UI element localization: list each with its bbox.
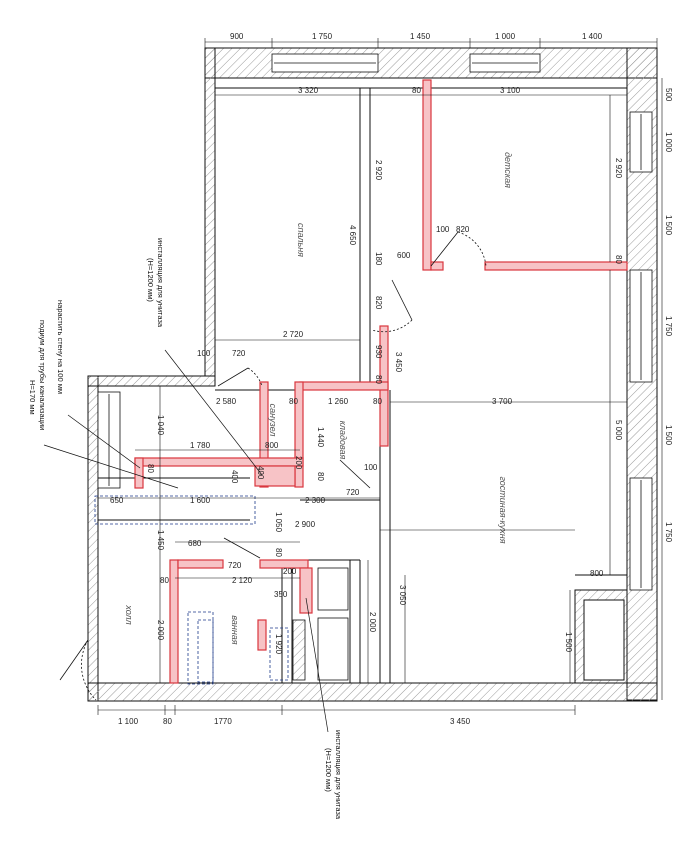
dim-3700: 3 700 (492, 397, 513, 406)
room-labels: спальня детская гостиная-кухня санузел к… (124, 152, 513, 645)
note-toilet-top-2: (Н=1200 мм) (146, 258, 155, 302)
room-vannaya: ванная (230, 615, 240, 644)
room-kladovaya: кладовая (338, 421, 348, 460)
interior-walls (98, 87, 627, 683)
dim-v-80-right: 80 (614, 255, 623, 264)
dim-v-2920-left: 2 920 (374, 160, 383, 181)
right-windows (629, 111, 653, 591)
dim-2720: 2 720 (283, 330, 304, 339)
dim-2300: 2 300 (305, 496, 326, 505)
dim-v-1440: 1 440 (316, 427, 325, 448)
dim-80-a: 80 (289, 397, 298, 406)
dim-2120: 2 120 (232, 576, 253, 585)
note-toilet-bottom-1: инсталляция для унитаза (334, 730, 343, 820)
dim-right-1500-b: 1 500 (664, 425, 673, 446)
dim-800-right: 800 (590, 569, 604, 578)
shafts (292, 567, 349, 681)
note-wall-1: нарастить стену на 100 мм (56, 300, 65, 394)
fixtures (94, 495, 289, 685)
dim-top-1750: 1 750 (312, 32, 333, 41)
dim-800: 800 (265, 441, 279, 450)
new-walls (134, 79, 628, 684)
dim-1780: 1 780 (190, 441, 211, 450)
note-toilet-top-1: инсталляция для унитаза (156, 238, 165, 328)
dim-v-1500-a: 1 500 (564, 632, 573, 653)
dim-v-820: 820 (374, 296, 383, 310)
dim-v-80-c: 80 (146, 464, 155, 473)
dim-v-3050: 3 050 (398, 585, 407, 606)
dim-v-930: 930 (374, 345, 383, 359)
dim-v-400-b: 400 (230, 470, 239, 484)
left-window (97, 391, 121, 489)
columns (574, 589, 628, 684)
dim-v-4650: 4 650 (348, 225, 357, 246)
dim-720-kl: 720 (346, 488, 360, 497)
dim-3320: 3 320 (298, 86, 319, 95)
dim-350: 350 (274, 590, 288, 599)
doors (59, 231, 487, 701)
dim-top-1000: 1 000 (495, 32, 516, 41)
dim-v-200: 200 (294, 456, 303, 470)
dim-v-80-e: 80 (274, 548, 283, 557)
dim-720-bath: 720 (228, 561, 242, 570)
dim-bottom-1770: 1770 (214, 717, 232, 726)
dim-v-1040: 1 040 (156, 415, 165, 436)
dim-1600: 1 600 (190, 496, 211, 505)
dim-80-top: 80 (412, 86, 421, 95)
dim-right-1750-a: 1 750 (664, 316, 673, 337)
dim-right-1750-b: 1 750 (664, 522, 673, 543)
dim-v-400-a: 400 (256, 466, 265, 480)
note-toilet-bottom-2: (Н=1200 мм) (324, 748, 333, 792)
room-gostinaya: гостиная-кухня (498, 476, 508, 543)
dimension-labels: 900 1 750 1 450 1 000 1 400 3 320 80 3 1… (110, 32, 673, 726)
dim-v-1050: 1 050 (274, 512, 283, 533)
dim-bottom-3450: 3 450 (450, 717, 471, 726)
dim-bottom-1100: 1 100 (118, 717, 139, 726)
room-holl: холл (124, 604, 134, 624)
dim-100-door: 100 (436, 225, 450, 234)
dim-1260: 1 260 (328, 397, 349, 406)
dim-v-3450: 3 450 (394, 352, 403, 373)
dim-right-500: 500 (664, 88, 673, 102)
dim-650: 650 (110, 496, 124, 505)
room-detskaya: детская (503, 152, 513, 188)
dim-v-5000: 5 000 (614, 420, 623, 441)
dim-3100: 3 100 (500, 86, 521, 95)
dim-v-80-f: 80 (160, 576, 169, 585)
dimension-lines (97, 38, 663, 715)
dim-right-1500-a: 1 500 (664, 215, 673, 236)
dim-v-180: 180 (374, 252, 383, 266)
dim-720-san: 720 (232, 349, 246, 358)
dim-80-b: 80 (373, 397, 382, 406)
dim-v-2000-b: 2 000 (368, 612, 377, 633)
note-wall-2: подиум для трубы канализации (38, 320, 47, 430)
dim-v-80-left: 80 (374, 375, 383, 384)
room-sanuzel: санузел (268, 404, 278, 437)
notes: инсталляция для унитаза (Н=1200 мм) нара… (28, 238, 343, 820)
dim-v-80-d: 80 (316, 472, 325, 481)
dim-v-2920-right: 2 920 (614, 158, 623, 179)
dim-v-2000-a: 2 000 (156, 620, 165, 641)
note-wall-3: Н=170 мм (28, 380, 37, 415)
dim-top-1450: 1 450 (410, 32, 431, 41)
dim-v-1450: 1 450 (156, 530, 165, 551)
top-windows (271, 53, 541, 73)
dim-600: 600 (397, 251, 411, 260)
dim-100-kl: 100 (364, 463, 378, 472)
dim-100-san: 100 (197, 349, 211, 358)
dim-2580: 2 580 (216, 397, 237, 406)
dim-2900: 2 900 (295, 520, 316, 529)
dim-right-1000: 1 000 (664, 132, 673, 153)
dim-820-door: 820 (456, 225, 470, 234)
dim-bottom-80: 80 (163, 717, 172, 726)
dim-top-1400: 1 400 (582, 32, 603, 41)
dim-top-900: 900 (230, 32, 244, 41)
dim-v-1920: 1 920 (274, 634, 283, 655)
dim-v-200-b: 200 (283, 567, 297, 576)
dim-680: 680 (188, 539, 202, 548)
room-spalnya: спальня (296, 223, 306, 257)
